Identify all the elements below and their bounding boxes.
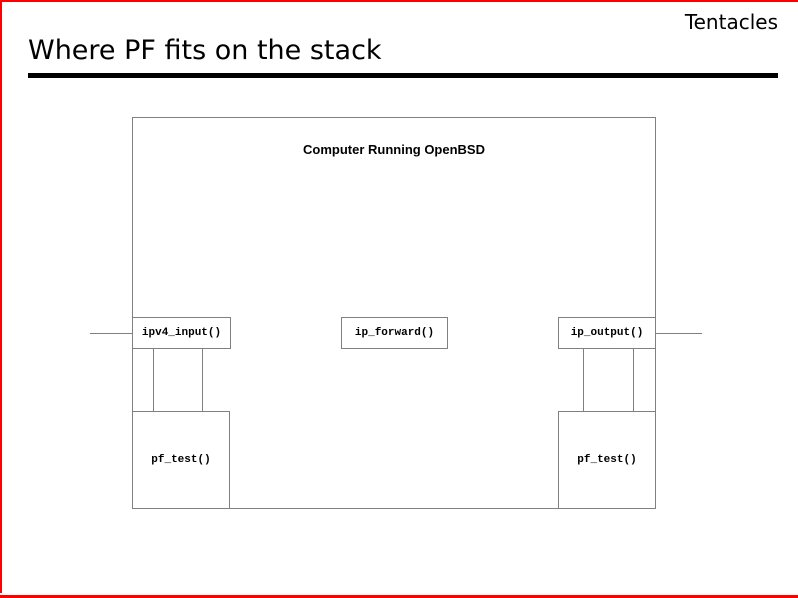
connector-ipv4-input-pf-test-left-line xyxy=(153,348,154,411)
connector-ip-output-pf-test-right-line xyxy=(633,348,634,411)
corner-label: Tentacles xyxy=(684,10,778,34)
title-underline-rule xyxy=(28,73,778,78)
computer-box-label: Computer Running OpenBSD xyxy=(303,142,485,157)
node-pf-test-left: pf_test() xyxy=(132,411,230,509)
node-ipv4-input-label: ipv4_input() xyxy=(141,327,222,339)
page-title: Where PF fits on the stack xyxy=(28,35,382,66)
node-pf-test-right: pf_test() xyxy=(558,411,656,509)
connector-ipv4-input-pf-test-right-line xyxy=(202,348,203,411)
node-ip-output-label: ip_output() xyxy=(570,327,644,339)
node-ip-output: ip_output() xyxy=(558,317,656,349)
node-ipv4-input: ipv4_input() xyxy=(132,317,231,349)
connector-ip-output-pf-test-left-line xyxy=(583,348,584,411)
node-pf-test-left-label: pf_test() xyxy=(151,454,211,466)
slide-accent-top-border xyxy=(0,0,798,2)
slide-accent-left-border xyxy=(0,0,2,593)
node-ip-forward: ip_forward() xyxy=(341,317,448,349)
node-pf-test-right-label: pf_test() xyxy=(577,454,637,466)
node-ip-forward-label: ip_forward() xyxy=(354,327,435,339)
slide-accent-bottom-border xyxy=(0,595,798,598)
